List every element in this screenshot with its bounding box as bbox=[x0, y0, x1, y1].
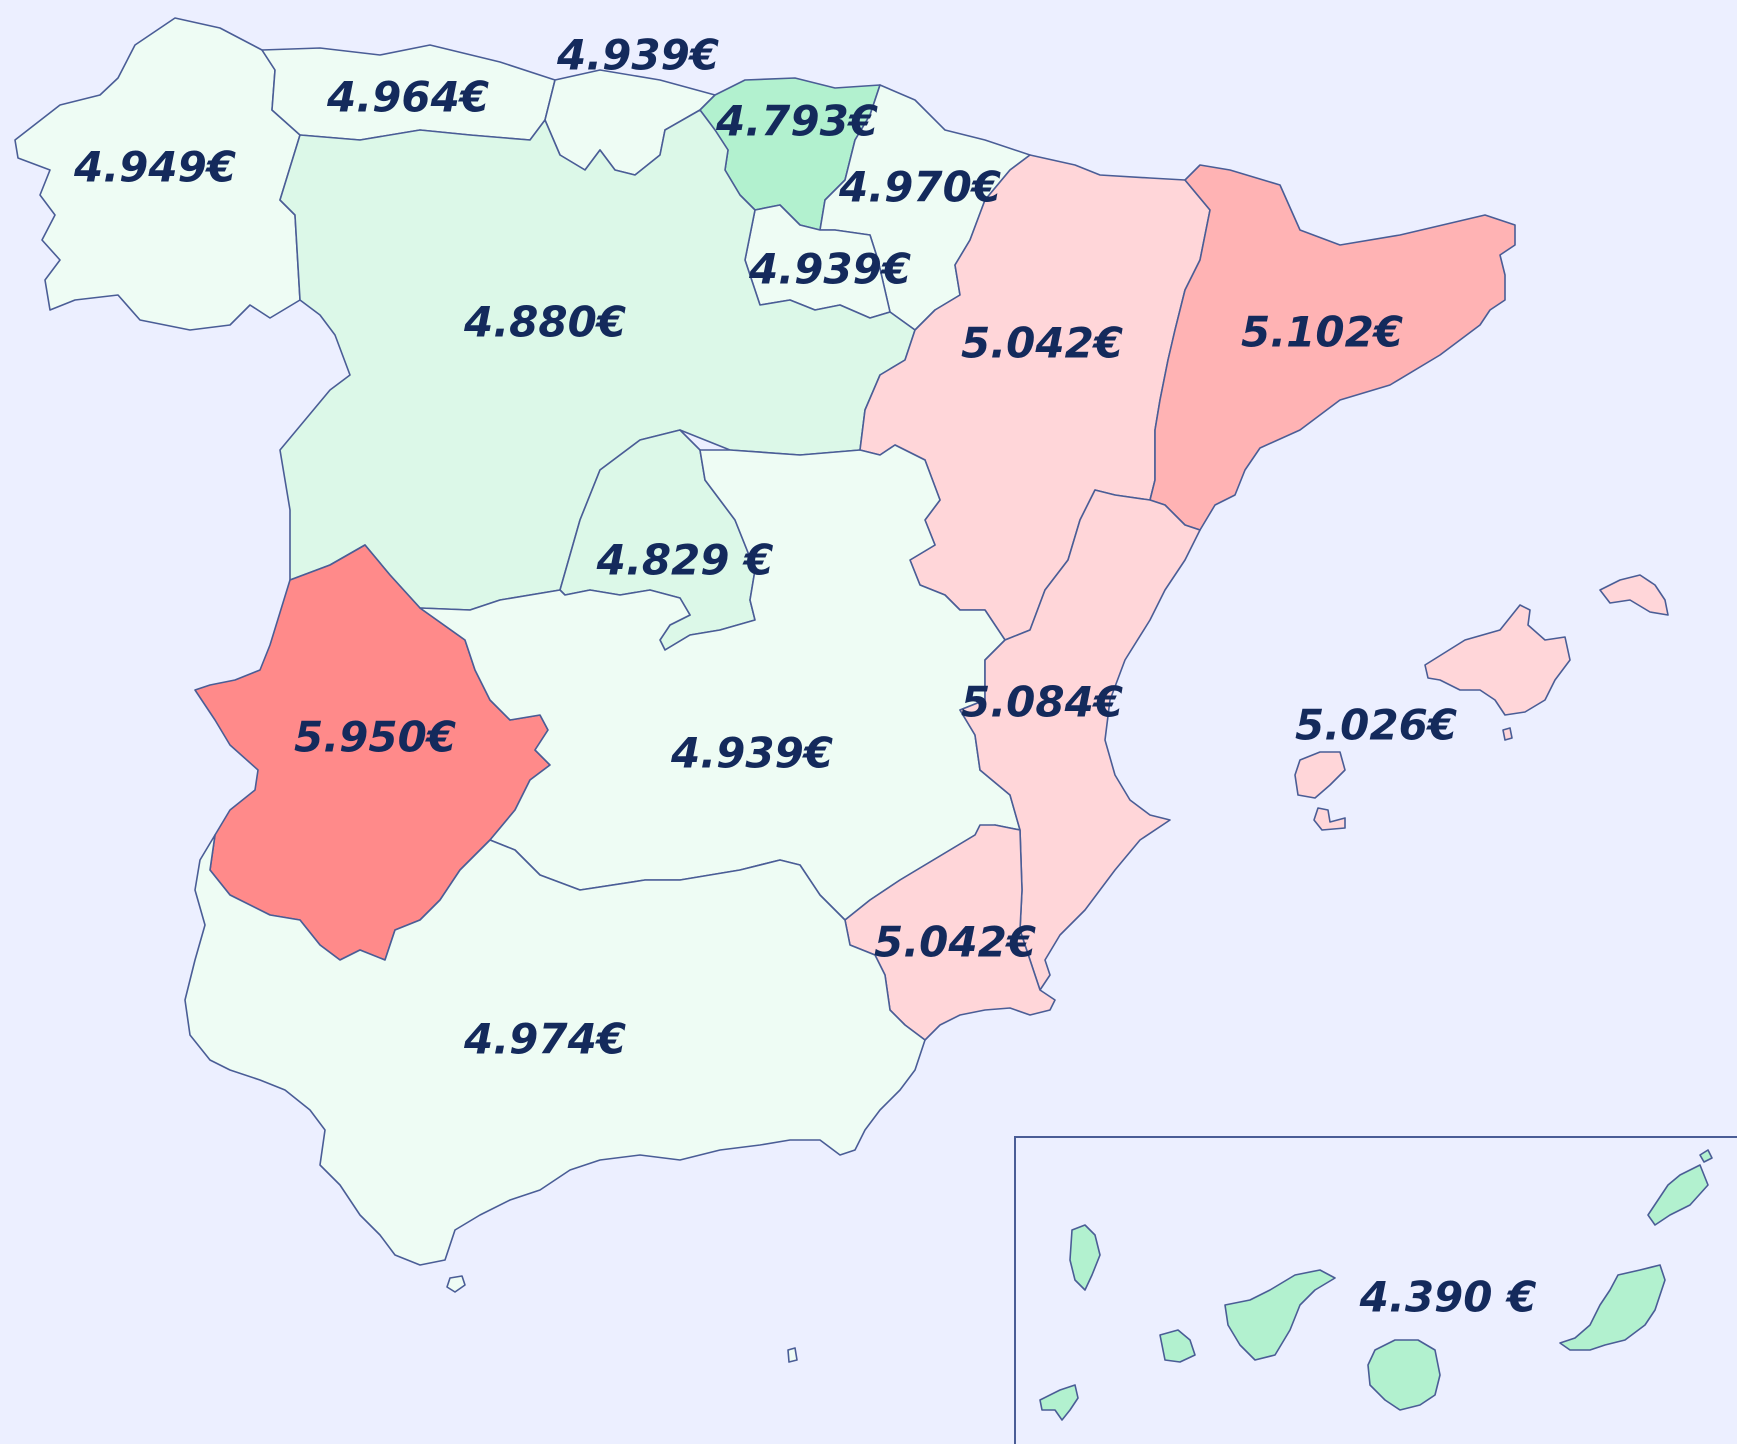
label-extremadura: 5.950€ bbox=[294, 713, 456, 762]
island-ibiza[interactable] bbox=[1294, 751, 1346, 799]
island-la-graciosa[interactable] bbox=[1699, 1149, 1713, 1163]
label-valencia: 5.084€ bbox=[961, 678, 1123, 727]
label-madrid: 4.829 € bbox=[596, 536, 774, 585]
island-el-hierro[interactable] bbox=[1039, 1384, 1079, 1421]
label-pais-vasco: 4.793€ bbox=[715, 97, 878, 146]
region-canarias[interactable] bbox=[1039, 1149, 1713, 1421]
label-castilla-la-mancha: 4.939€ bbox=[670, 729, 833, 778]
label-la-rioja: 4.939€ bbox=[748, 245, 911, 294]
island-formentera[interactable] bbox=[1313, 807, 1346, 831]
region-baleares[interactable] bbox=[1294, 574, 1669, 831]
label-cataluna: 5.102€ bbox=[1241, 308, 1403, 357]
label-castilla-leon: 4.880€ bbox=[463, 298, 626, 347]
label-aragon: 5.042€ bbox=[961, 319, 1123, 368]
region-andalucia[interactable] bbox=[184, 834, 926, 1266]
region-murcia[interactable] bbox=[844, 824, 1056, 1041]
label-baleares: 5.026€ bbox=[1295, 701, 1457, 750]
canarias-inset-frame bbox=[1014, 1136, 1737, 1444]
island-cabrera[interactable] bbox=[1502, 727, 1513, 741]
region-valencia[interactable] bbox=[959, 489, 1201, 991]
island-fuerteventura[interactable] bbox=[1559, 1264, 1666, 1351]
enclave-melilla bbox=[787, 1347, 798, 1363]
island-lanzarote[interactable] bbox=[1647, 1164, 1709, 1226]
label-navarra: 4.970€ bbox=[838, 163, 1001, 212]
label-cantabria: 4.939€ bbox=[556, 31, 719, 80]
label-canarias: 4.390 € bbox=[1359, 1273, 1537, 1322]
label-asturias: 4.964€ bbox=[326, 73, 489, 122]
island-mallorca[interactable] bbox=[1424, 604, 1571, 716]
label-andalucia: 4.974€ bbox=[463, 1015, 626, 1064]
region-galicia[interactable] bbox=[14, 17, 301, 331]
island-la-gomera[interactable] bbox=[1159, 1329, 1196, 1363]
island-gran-canaria[interactable] bbox=[1367, 1339, 1441, 1411]
island-tenerife[interactable] bbox=[1224, 1269, 1336, 1361]
region-cataluna[interactable] bbox=[1149, 164, 1516, 531]
label-galicia: 4.949€ bbox=[73, 143, 236, 192]
label-murcia: 5.042€ bbox=[874, 918, 1036, 967]
enclave-ceuta bbox=[446, 1275, 466, 1293]
island-la-palma[interactable] bbox=[1069, 1224, 1101, 1291]
island-menorca[interactable] bbox=[1599, 574, 1669, 616]
